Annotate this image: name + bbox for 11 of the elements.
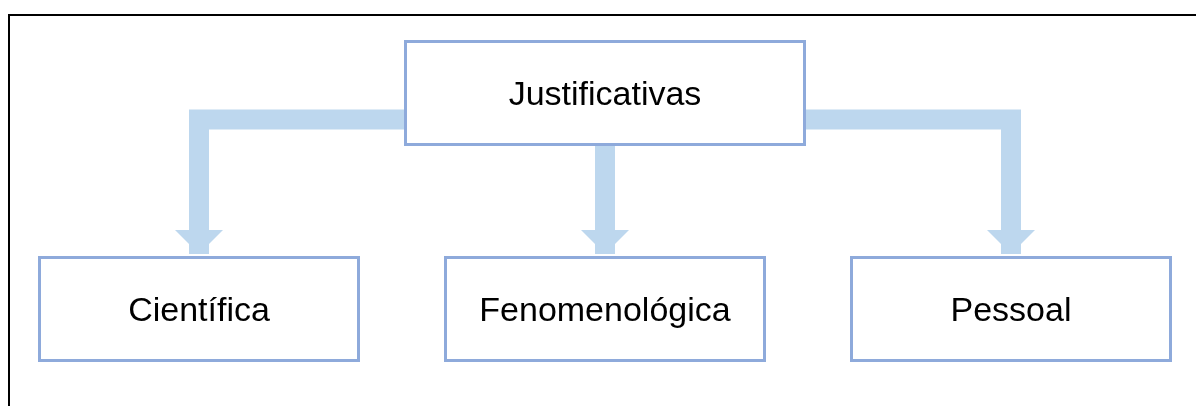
category-box <box>38 256 360 362</box>
box-label: Justificativas <box>508 73 702 113</box>
box-label: Fenomenológica <box>479 289 731 329</box>
box-label: Pessoal <box>950 289 1072 329</box>
category-box <box>404 40 806 146</box>
arrow <box>581 146 629 254</box>
arrow <box>175 109 404 254</box>
box-label: Científica <box>128 289 270 329</box>
arrow <box>806 109 1035 254</box>
category-box <box>850 256 1172 362</box>
category-box <box>444 256 766 362</box>
